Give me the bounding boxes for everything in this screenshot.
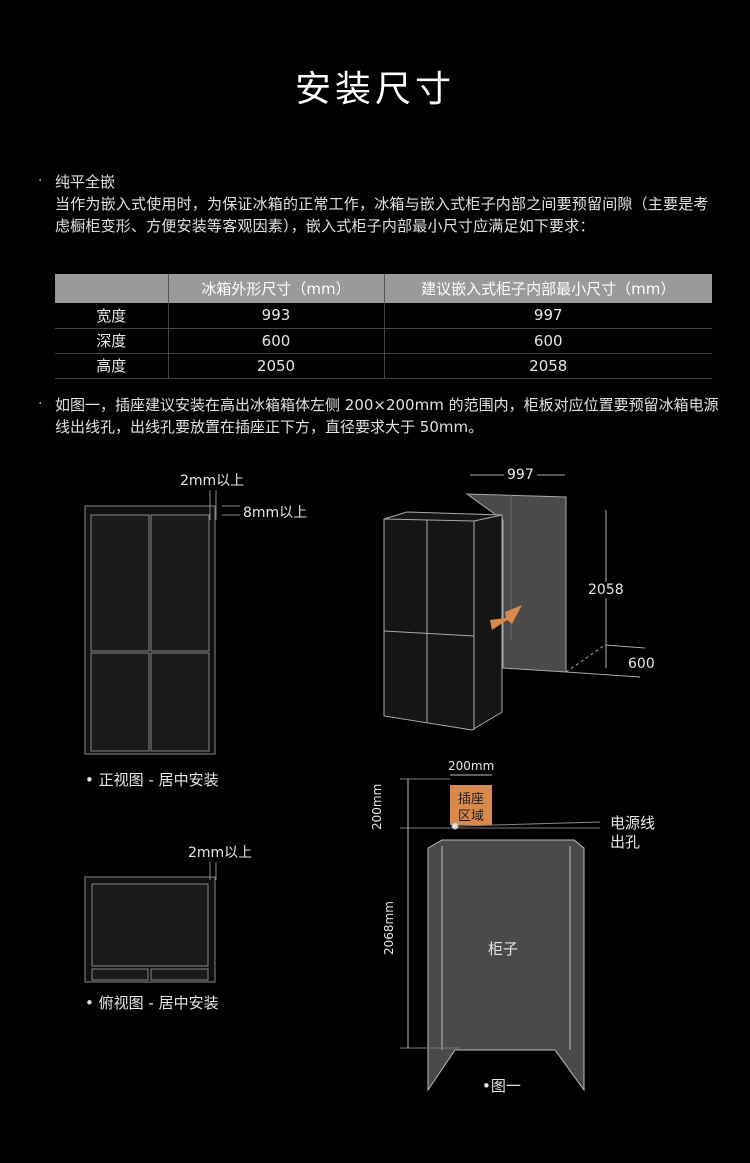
section-body: 当作为嵌入式使用时，为保证冰箱的正常工作，冰箱与嵌入式柜子内部之间要预留间隙（主… — [55, 195, 709, 235]
cable-hole-label: 电源线 — [610, 814, 656, 832]
cell: 高度 — [55, 353, 169, 379]
socket-width-label: 200mm — [448, 759, 495, 773]
front-view-fridge — [84, 490, 240, 755]
socket-label: 插座 — [458, 792, 485, 807]
front-view-caption: • 正视图 - 居中安装 — [85, 771, 219, 789]
cable-hole-label: 出孔 — [610, 833, 641, 851]
section-heading: 纯平全嵌 — [55, 173, 116, 191]
cell: 600 — [384, 328, 712, 354]
bullet: · — [38, 173, 43, 189]
top-gap-label: 2mm以上 — [188, 845, 253, 861]
cabinet-label: 柜子 — [488, 940, 519, 958]
bullet: · — [38, 396, 43, 412]
top-view-fridge — [84, 862, 217, 983]
top-view-caption: • 俯视图 - 居中安装 — [85, 994, 219, 1012]
iso-width-label: 997 — [504, 467, 537, 483]
cell: 2058 — [384, 353, 712, 379]
iso-depth-label: 600 — [628, 656, 655, 672]
table-header: 建议嵌入式柜子内部最小尺寸（mm） — [384, 274, 712, 303]
iso-view — [383, 474, 646, 731]
figure1-cabinet — [400, 774, 601, 1092]
page-title: 安装尺寸 — [294, 69, 455, 110]
front-gap-side-label: 8mm以上 — [243, 505, 308, 521]
cell: 深度 — [55, 328, 169, 354]
cabinet-height-label: 2068mm — [382, 901, 396, 955]
socket-label: 区域 — [458, 809, 485, 824]
table-header: 冰箱外形尺寸（mm） — [168, 274, 385, 303]
cell: 600 — [168, 328, 385, 354]
cell: 997 — [384, 303, 712, 329]
cell: 宽度 — [55, 303, 169, 329]
front-gap-top-label: 2mm以上 — [180, 473, 245, 489]
section2-body: 如图一，插座建议安装在高出冰箱箱体左侧 200×200mm 的范围内，柜板对应位… — [55, 396, 719, 436]
iso-height-label: 2058 — [588, 582, 624, 598]
figure1-caption: •图一 — [482, 1077, 521, 1095]
cell: 2050 — [168, 353, 385, 379]
socket-height-label: 200mm — [370, 783, 384, 830]
table-header — [55, 274, 169, 303]
cell: 993 — [168, 303, 385, 329]
